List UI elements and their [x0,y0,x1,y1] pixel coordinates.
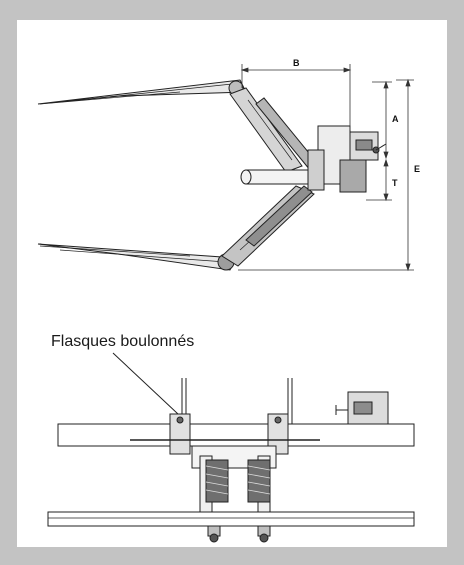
dimension-label-e: E [414,164,420,174]
lower-arm-blade [37,243,237,271]
bolted-flange-left [169,413,191,455]
bottom-view-drawing [47,378,415,543]
upper-arm-link [229,87,303,173]
wheel-right [259,533,269,543]
bolted-flange-right [267,413,289,455]
cross-tube [245,169,309,185]
callout-leader [112,352,179,415]
upper-arm-blade [37,79,247,105]
wheel-left [209,533,219,543]
ground-rail [47,511,415,527]
top-view-drawing [37,79,387,271]
dimension-label-a: A [392,114,399,124]
spring-right [247,459,271,503]
dimension-lines [238,64,414,272]
dimension-label-t: T [392,178,398,188]
spring-left [205,459,229,503]
dimension-label-b: B [293,58,300,68]
callout-label: Flasques boulonnés [51,333,194,350]
main-beam [57,423,415,447]
